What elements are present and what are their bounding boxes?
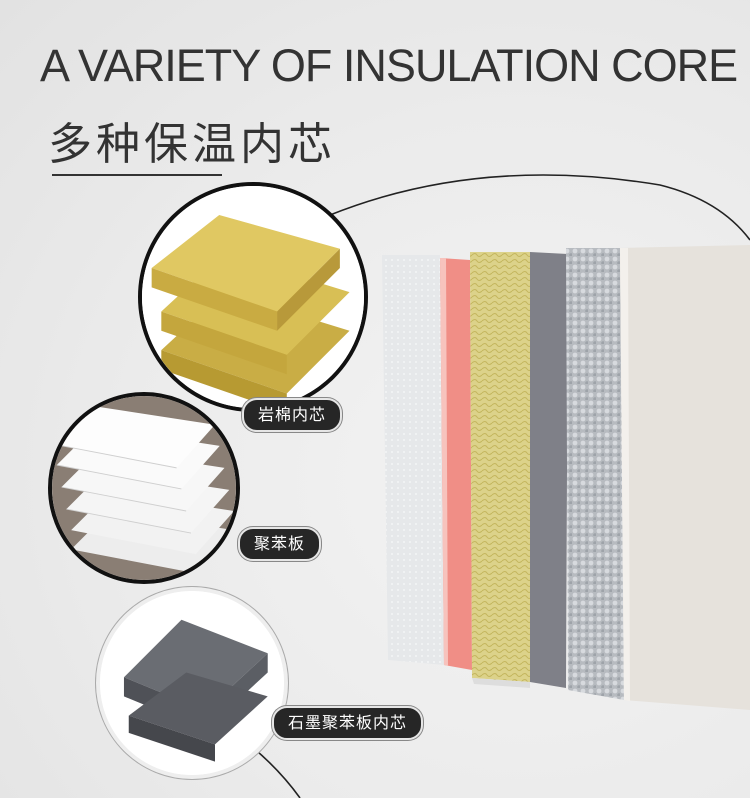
page-subtitle: 多种保温内芯: [48, 119, 336, 170]
rock-wool-image: [138, 182, 368, 412]
sandwich-panels-image: [382, 245, 750, 710]
graphite-eps-tag: 石墨聚苯板内芯: [272, 706, 424, 740]
title-underline: [52, 174, 222, 176]
page-title: A VARIETY OF INSULATION CORE: [40, 40, 738, 91]
eps-board-tag: 聚苯板: [238, 527, 322, 561]
eps-board-image: [48, 392, 240, 584]
rock-wool-tag: 岩棉内芯: [242, 398, 343, 432]
graphite-eps-image: [96, 587, 288, 779]
